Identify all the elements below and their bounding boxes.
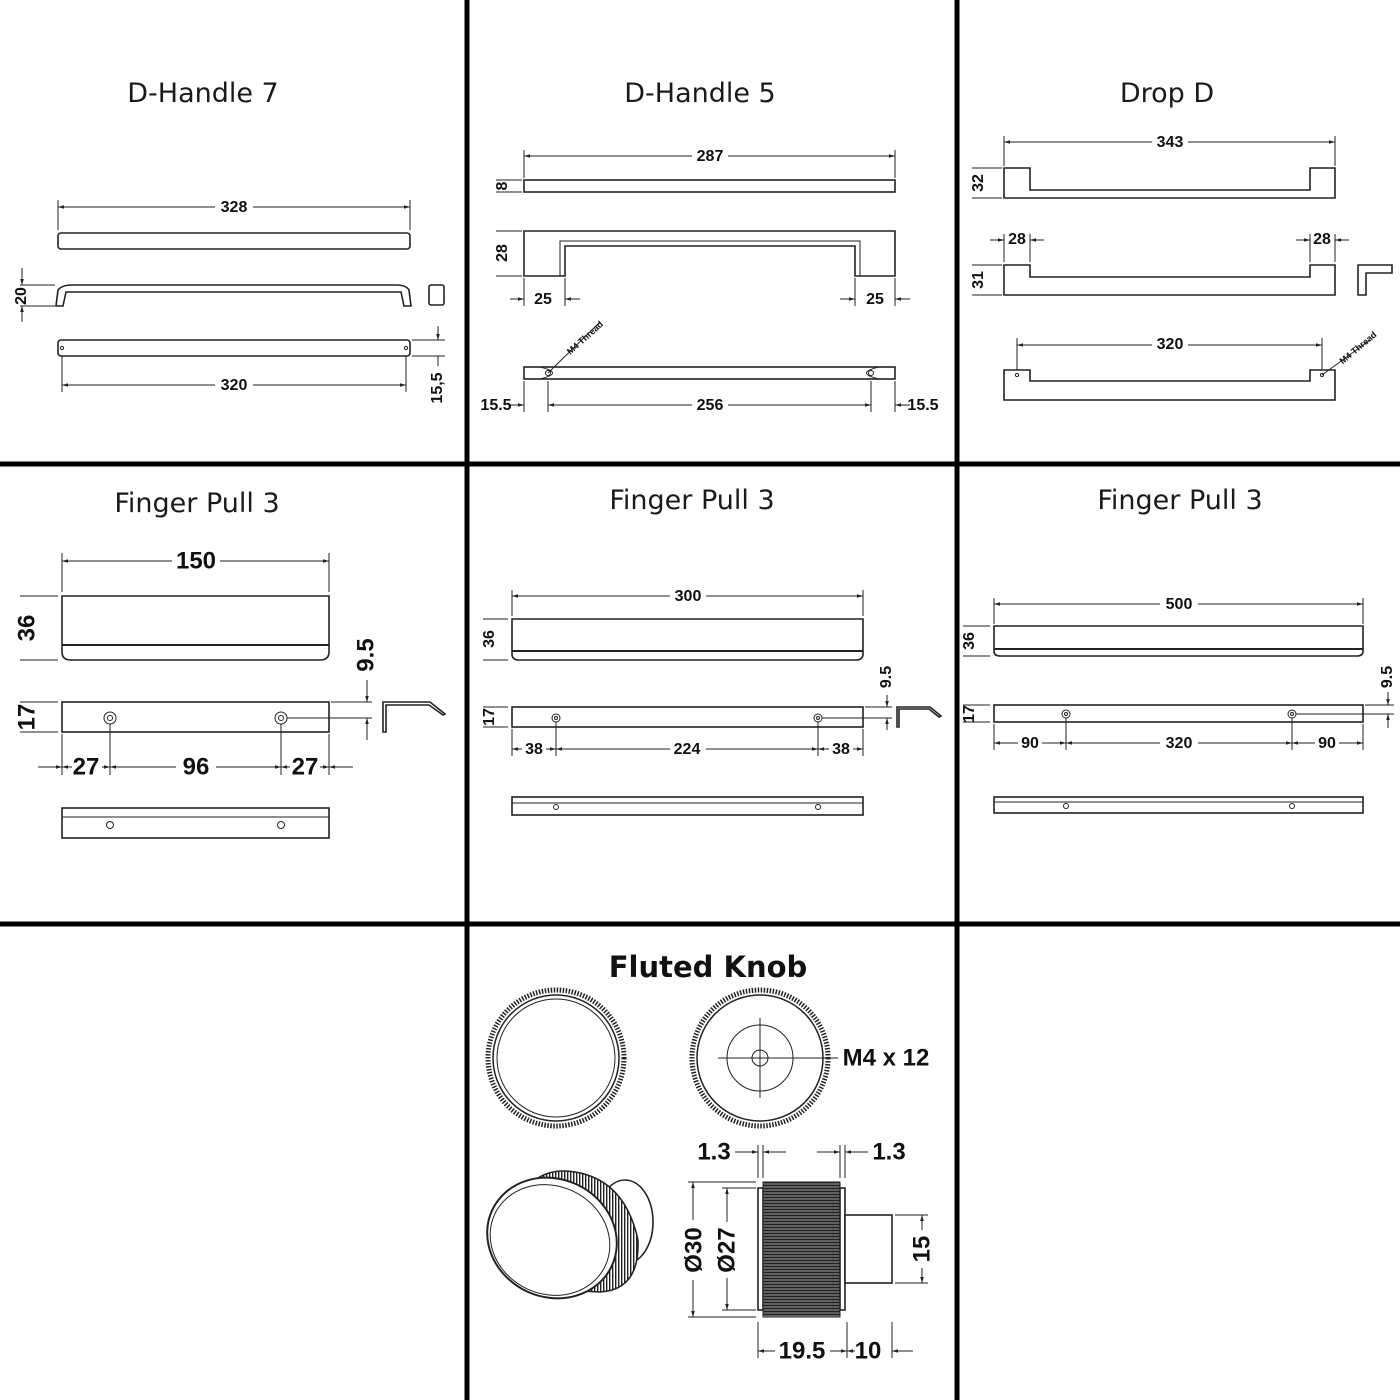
dim-height: 36 — [13, 615, 40, 642]
handle-bottom-view — [57, 339, 411, 357]
pull-front-view — [993, 625, 1364, 657]
dim-offset-right: 27 — [292, 753, 319, 780]
panel-fluted-knob: Fluted Knob M4 x 12 — [485, 950, 935, 1364]
pull-top-view — [511, 706, 864, 728]
panel-drop-d: Drop D 343 32 28 28 31 320 M4 Thread — [970, 78, 1393, 401]
dim-depth: 15,5 — [429, 372, 446, 403]
dim-height-top: 32 — [970, 174, 987, 192]
dim-depth: 17 — [961, 705, 978, 723]
panel-title: Drop D — [1120, 78, 1214, 109]
dim-offset-left: 27 — [73, 753, 100, 780]
dim-ring-left: 1.3 — [697, 1138, 730, 1165]
dim-offset-left: 15.5 — [480, 397, 511, 414]
pull-back-view — [511, 796, 864, 816]
pull-top-view — [61, 701, 330, 733]
pull-front-view — [61, 595, 330, 661]
pull-front-view — [511, 618, 864, 661]
dim-lip: 9.5 — [352, 638, 379, 671]
dim-lip: 9.5 — [878, 666, 895, 688]
thread-label: M4 Thread — [565, 319, 605, 357]
panel-title: D-Handle 5 — [624, 78, 776, 109]
panel-title: Finger Pull 3 — [114, 488, 279, 519]
dim-diameter-inner: Ø27 — [713, 1227, 740, 1272]
dim-height-mid: 31 — [970, 271, 987, 289]
dim-depth: 17 — [13, 704, 40, 731]
handle-end-view — [428, 284, 445, 306]
dim-shaft-diameter: 15 — [908, 1236, 935, 1263]
dim-leg-left: 25 — [534, 291, 552, 308]
dim-centres: 320 — [1166, 735, 1193, 752]
panel-finger-pull-500: Finger Pull 3 500 36 9.5 17 90 320 90 — [961, 485, 1396, 814]
dim-height: 36 — [961, 632, 978, 650]
panel-title: Finger Pull 3 — [609, 485, 774, 516]
dim-offset-right: 15.5 — [907, 397, 938, 414]
dim-length: 500 — [1166, 596, 1193, 613]
dim-body-length: 19.5 — [779, 1337, 826, 1364]
dim-ring-right: 1.3 — [872, 1138, 905, 1165]
dim-length: 287 — [697, 148, 724, 165]
dim-height: 28 — [494, 244, 511, 262]
handle-side-view — [1003, 264, 1336, 296]
panel-d-handle-7: D-Handle 7 328 20 320 15,5 — [13, 78, 446, 404]
thread-label: M4 Thread — [1338, 329, 1379, 366]
handle-top-view — [57, 232, 411, 250]
handle-side-view — [55, 284, 412, 307]
handle-top-view — [523, 179, 896, 193]
dim-centres: 256 — [697, 397, 724, 414]
pull-profile — [382, 701, 447, 733]
dim-length: 300 — [675, 588, 702, 605]
handle-bottom-view — [1003, 369, 1336, 401]
panel-d-handle-5: D-Handle 5 287 8 28 25 25 M4 Thread 15.5… — [480, 78, 938, 414]
dim-offset-left: 90 — [1021, 735, 1039, 752]
panel-title: Finger Pull 3 — [1097, 485, 1262, 516]
handle-end-profile — [1357, 264, 1393, 296]
dim-centres: 224 — [674, 741, 701, 758]
dim-thickness: 8 — [494, 181, 511, 190]
handle-top-view — [1003, 167, 1336, 199]
pull-back-view — [993, 796, 1364, 814]
knob-front-view — [485, 987, 627, 1129]
dim-shaft-length: 10 — [855, 1337, 882, 1364]
handle-side-view — [523, 230, 896, 277]
knob-side-view — [757, 1181, 893, 1318]
dim-diameter-outer: Ø30 — [680, 1227, 707, 1272]
dim-lip: 9.5 — [1379, 666, 1396, 688]
dim-length: 328 — [221, 199, 248, 216]
dim-offset-left: 38 — [525, 741, 543, 758]
dim-offset-right: 90 — [1318, 735, 1336, 752]
panel-title: D-Handle 7 — [127, 78, 279, 109]
dim-height: 36 — [481, 630, 498, 648]
dim-offset-right: 38 — [832, 741, 850, 758]
dim-length: 150 — [176, 547, 216, 574]
panel-title: Fluted Knob — [609, 950, 808, 984]
dim-length: 343 — [1157, 134, 1184, 151]
dim-centres: 96 — [183, 753, 210, 780]
pull-profile — [896, 706, 943, 728]
knob-isometric-view — [486, 1170, 654, 1300]
dim-depth: 17 — [481, 708, 498, 726]
pull-back-view — [61, 807, 330, 839]
dim-leg-right: 28 — [1313, 231, 1331, 248]
handle-bottom-view — [523, 366, 896, 380]
dim-centres: 320 — [1157, 336, 1184, 353]
dim-centres: 320 — [221, 377, 248, 394]
dim-leg-left: 28 — [1008, 231, 1026, 248]
panel-finger-pull-300: Finger Pull 3 300 36 9.5 17 38 224 38 — [481, 485, 943, 816]
thread-label: M4 x 12 — [843, 1044, 930, 1071]
dim-leg-right: 25 — [866, 291, 884, 308]
dim-height: 20 — [13, 287, 30, 305]
panel-finger-pull-150: Finger Pull 3 150 36 9.5 17 27 96 27 — [13, 488, 447, 839]
